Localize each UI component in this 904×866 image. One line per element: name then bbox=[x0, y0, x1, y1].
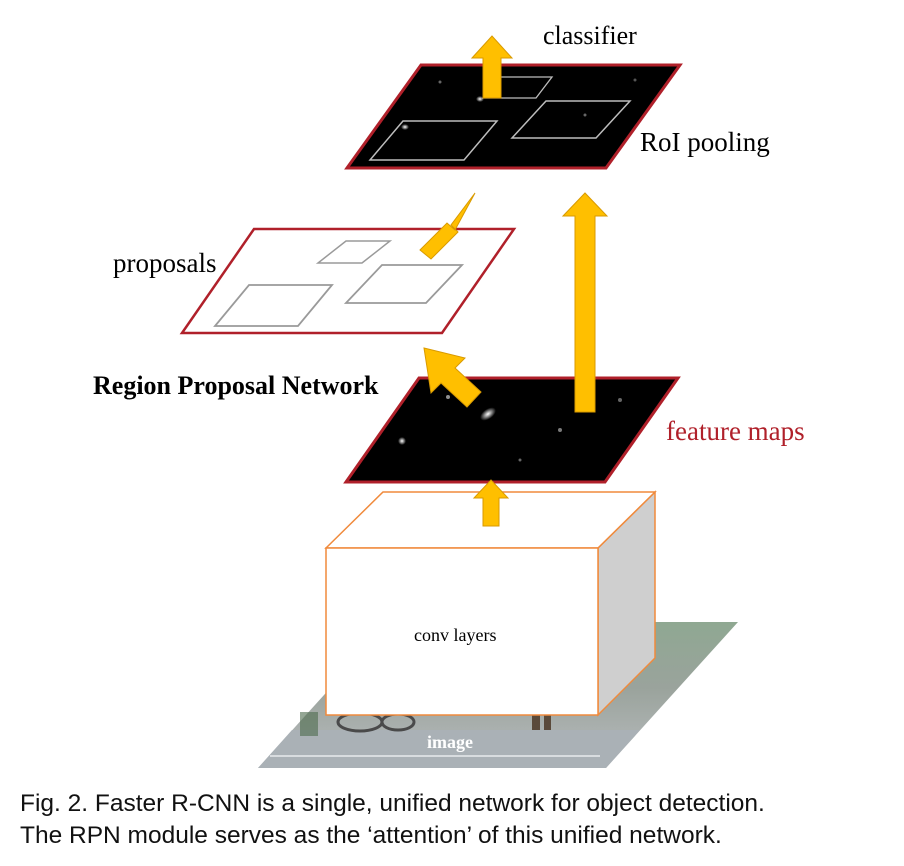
proposal-box-1 bbox=[213, 284, 334, 327]
proposals-plane bbox=[179, 227, 517, 335]
label-proposals: proposals bbox=[113, 248, 217, 278]
figure-caption: Fig. 2. Faster R-CNN is a single, unifie… bbox=[20, 788, 890, 852]
feature-maps-plane bbox=[343, 376, 681, 484]
label-rpn: Region Proposal Network bbox=[93, 371, 379, 400]
label-image: image bbox=[427, 732, 473, 752]
label-roi-pooling: RoI pooling bbox=[640, 127, 770, 157]
arrow-conv-to-features bbox=[472, 479, 510, 527]
faster-rcnn-diagram: classifier RoI pooling proposals Region … bbox=[93, 21, 805, 768]
roi-box-1 bbox=[368, 120, 499, 161]
caption-line-1: Fig. 2. Faster R-CNN is a single, unifie… bbox=[20, 790, 765, 817]
proposal-box-3 bbox=[343, 264, 465, 304]
arrow-features-to-rpn bbox=[423, 347, 482, 408]
label-classifier: classifier bbox=[543, 21, 637, 50]
conv-layers-box bbox=[324, 490, 657, 717]
label-feature-maps: feature maps bbox=[666, 416, 805, 446]
roi-pooling-plane bbox=[344, 63, 683, 170]
caption-line-2: The RPN module serves as the ‘attention’… bbox=[20, 822, 722, 849]
roi-box-3 bbox=[510, 100, 632, 139]
arrow-features-to-roi bbox=[561, 192, 609, 413]
arrow-proposals-to-roi bbox=[419, 192, 476, 260]
proposal-box-2 bbox=[315, 240, 393, 264]
arrow-roi-to-classifier bbox=[470, 35, 514, 99]
label-conv-layers: conv layers bbox=[414, 625, 496, 645]
